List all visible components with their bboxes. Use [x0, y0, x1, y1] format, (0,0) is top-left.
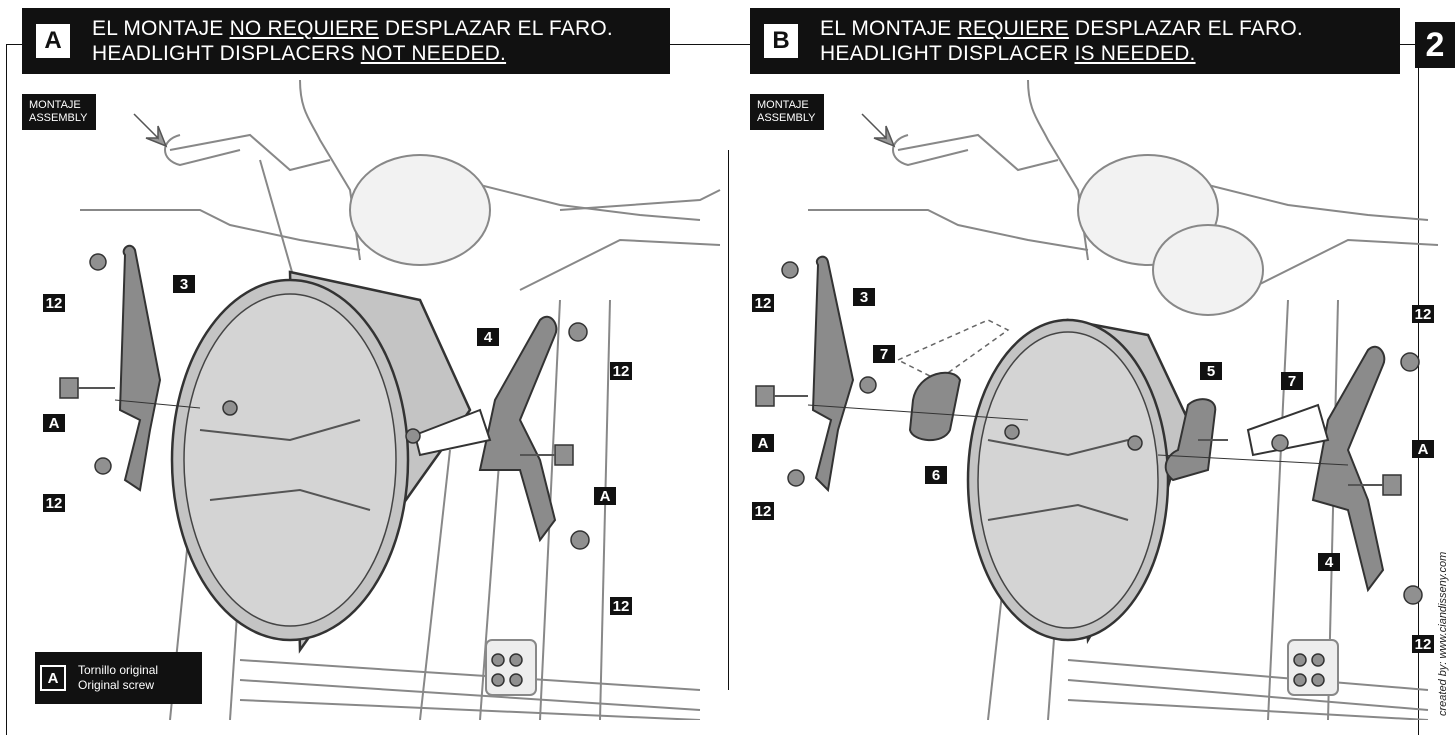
header-line2-underlined: IS NEEDED. [1074, 42, 1196, 65]
header-line2-pre: HEADLIGHT DISPLACER [820, 42, 1075, 65]
panel-letter: B [764, 24, 798, 58]
header-line1-pre: EL MONTAJE [92, 17, 230, 40]
header-line1-pre: EL MONTAJE [820, 17, 958, 40]
callout-7: 7 [873, 345, 895, 363]
legend-line1: Tornillo original [78, 663, 159, 677]
assembly-arrow-icon [861, 113, 896, 148]
montaje-label: MONTAJE [757, 99, 809, 111]
header-line1-post: DESPLAZAR EL FARO. [378, 17, 613, 40]
montaje-assembly-tag: MONTAJE ASSEMBLY [750, 94, 824, 130]
panel-a-header: A EL MONTAJE NO REQUIERE DESPLAZAR EL FA… [22, 8, 670, 74]
assembly-arrow-icon [133, 113, 168, 148]
callout-a: A [43, 414, 65, 432]
callout-12: 12 [43, 294, 65, 312]
montaje-assembly-tag: MONTAJE ASSEMBLY [22, 94, 96, 130]
callout-12: 12 [610, 362, 632, 380]
callout-4: 4 [1318, 553, 1340, 571]
panel-letter: A [36, 24, 70, 58]
callout-a: A [752, 434, 774, 452]
callout-5: 5 [1200, 362, 1222, 380]
panel-b-header: B EL MONTAJE REQUIERE DESPLAZAR EL FARO.… [750, 8, 1400, 74]
legend-original-screw: A Tornillo original Original screw [35, 652, 202, 704]
callout-7: 7 [1281, 372, 1303, 390]
callout-12: 12 [1412, 635, 1434, 653]
assembly-label: ASSEMBLY [757, 112, 816, 124]
callout-12: 12 [43, 494, 65, 512]
callout-3: 3 [853, 288, 875, 306]
callout-a: A [594, 487, 616, 505]
callout-12: 12 [752, 294, 774, 312]
callout-4: 4 [477, 328, 499, 346]
legend-key: A [40, 665, 66, 691]
header-line2-underlined: NOT NEEDED. [360, 42, 507, 65]
callout-a: A [1412, 440, 1434, 458]
callout-3: 3 [173, 275, 195, 293]
callout-12: 12 [610, 597, 632, 615]
panel-a: A EL MONTAJE NO REQUIERE DESPLAZAR EL FA… [0, 0, 729, 735]
panel-b: B EL MONTAJE REQUIERE DESPLAZAR EL FARO.… [728, 0, 1455, 735]
legend-line2: Original screw [78, 678, 155, 692]
header-line1-post: DESPLAZAR EL FARO. [1068, 17, 1303, 40]
callout-12: 12 [752, 502, 774, 520]
assembly-label: ASSEMBLY [29, 112, 88, 124]
header-line2-pre: HEADLIGHT DISPLACERS [92, 42, 361, 65]
header-line1-underlined: NO REQUIERE [229, 17, 379, 40]
header-text: EL MONTAJE NO REQUIERE DESPLAZAR EL FARO… [92, 16, 613, 66]
motorcycle-drawing-b [755, 79, 1439, 720]
header-line1-underlined: REQUIERE [957, 17, 1069, 40]
montaje-label: MONTAJE [29, 99, 81, 111]
callout-12: 12 [1412, 305, 1434, 323]
panel-divider [728, 150, 729, 690]
callout-6: 6 [925, 466, 947, 484]
page-number: 2 [1415, 22, 1455, 68]
credit-text: created by: www.ciandisseny.com [1437, 551, 1449, 716]
header-text: EL MONTAJE REQUIERE DESPLAZAR EL FARO. H… [820, 16, 1303, 66]
